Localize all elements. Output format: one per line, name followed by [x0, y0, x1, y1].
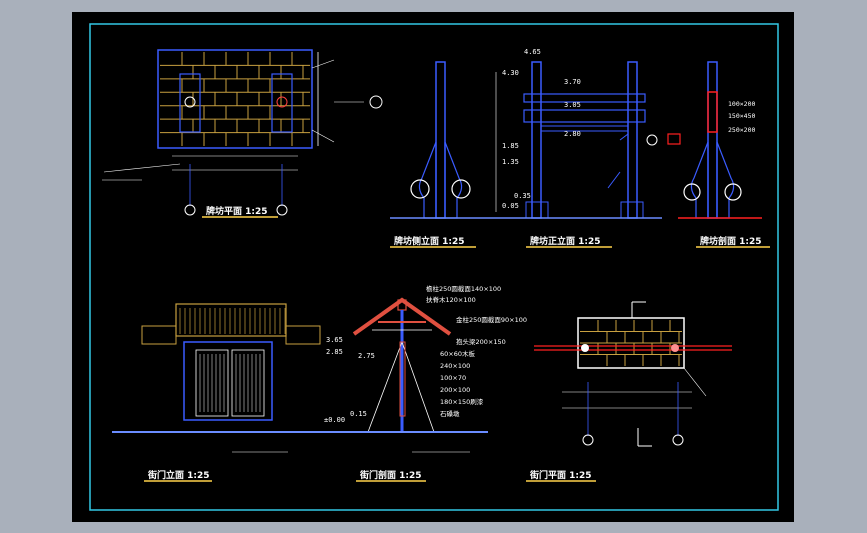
gate-note: 檐柱250圆截面140×100 — [426, 284, 501, 293]
title-paifang-plan: 牌坊平面 1:25 — [206, 205, 268, 217]
section-size-label: 100×200 — [728, 100, 755, 108]
title-paifang-front: 牌坊正立面 1:25 — [530, 235, 601, 247]
elevation-label: 4.65 — [524, 48, 541, 56]
gate-note: 扶脊木120×100 — [426, 295, 476, 304]
section-size-label: 250×200 — [728, 126, 755, 134]
elevation-label: 2.80 — [564, 130, 581, 138]
elevation-label: 1.35 — [502, 158, 519, 166]
section-size-label: 150×450 — [728, 112, 755, 120]
paifang-front-elevation — [492, 61, 681, 219]
gate-elevation-label: 3.65 — [326, 336, 343, 344]
paifang-side-elevation — [390, 61, 492, 219]
gate-note: 180×150刷漆 — [440, 397, 484, 406]
gate-note: 100×70 — [440, 374, 466, 382]
gate-note: 金柱250圆截面90×100 — [456, 315, 527, 324]
gate-plan — [534, 301, 732, 447]
elevation-label: 3.05 — [564, 101, 581, 109]
gate-elevation-label: 0.15 — [350, 410, 367, 418]
gate-section — [342, 297, 480, 453]
gate-note: 240×100 — [440, 362, 470, 370]
elevation-label: 0.05 — [502, 202, 519, 210]
gate-note: 抱头梁200×150 — [456, 337, 506, 346]
title-gate-section: 街门剖面 1:25 — [359, 469, 422, 481]
gate-elevation-label: 2.75 — [358, 352, 375, 360]
title-paifang-side: 牌坊侧立面 1:25 — [394, 235, 465, 247]
gate-note: 60×60木板 — [440, 349, 475, 358]
gate-note: 石磉墩 — [440, 409, 460, 418]
drawing-frame — [89, 23, 779, 511]
elevation-label: 1.85 — [502, 142, 519, 150]
elevation-label: 4.30 — [502, 69, 519, 77]
elevation-label: 3.70 — [564, 78, 581, 86]
gate-elevation-label: ±0.00 — [324, 416, 345, 424]
elevation-label: 0.35 — [514, 192, 531, 200]
gate-elevation-label: 2.85 — [326, 348, 343, 356]
paifang-plan — [102, 49, 383, 216]
drawing-sheet: 牌坊平面 1:25 牌坊侧立面 1:25 牌坊正立面 1:25 牌坊剖面 1:2… — [72, 12, 794, 522]
title-paifang-section: 牌坊剖面 1:25 — [700, 235, 762, 247]
gate-front-elevation — [112, 303, 488, 453]
paifang-section — [678, 61, 762, 219]
title-gate-front: 街门立面 1:25 — [147, 469, 210, 481]
title-gate-plan: 街门平面 1:25 — [529, 469, 592, 481]
cad-drawing: 牌坊平面 1:25 牌坊侧立面 1:25 牌坊正立面 1:25 牌坊剖面 1:2… — [89, 23, 779, 511]
gate-note: 200×100 — [440, 386, 470, 394]
